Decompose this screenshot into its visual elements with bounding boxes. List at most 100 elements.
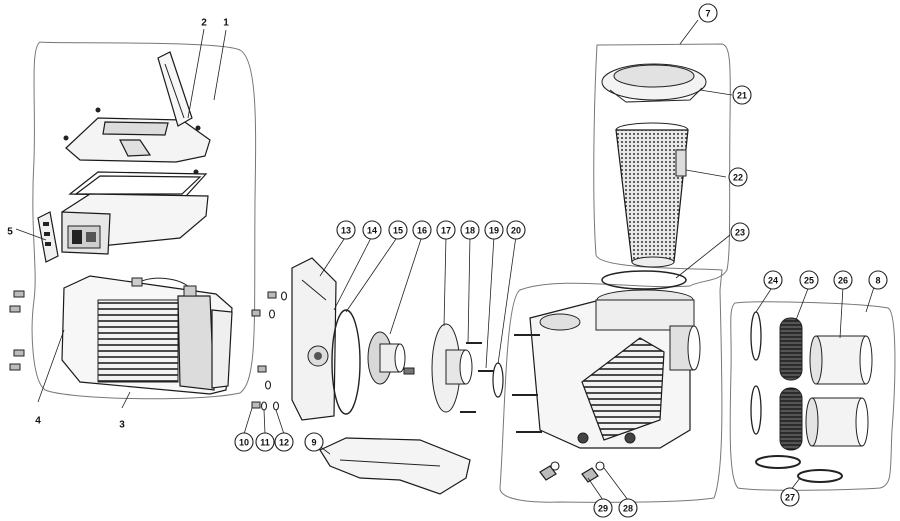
impeller-part	[367, 331, 406, 385]
callout-14: 14	[362, 220, 382, 240]
callout-number: 12	[279, 438, 289, 448]
callout-11: 11	[255, 432, 275, 452]
callout-1: 1	[223, 18, 229, 29]
callout-number: 17	[441, 226, 451, 236]
callout-21: 21	[732, 85, 752, 105]
callout-circle	[698, 3, 718, 23]
strainer-lid-part	[601, 63, 707, 103]
callout-circle	[234, 432, 254, 452]
motor-part	[61, 275, 233, 395]
callout-19: 19	[484, 220, 504, 240]
callout-number: 8	[875, 276, 880, 286]
callout-circle	[255, 432, 275, 452]
callout-number: 27	[785, 493, 795, 503]
hardware-parts	[251, 291, 288, 411]
keypad-part	[37, 211, 59, 263]
diffuser-part	[431, 323, 473, 413]
lid-o-ring-part	[601, 270, 687, 290]
leader-lines	[15, 19, 875, 501]
diffuser-screws	[460, 342, 504, 413]
callout-circle	[304, 432, 324, 452]
callout-number: 3	[119, 420, 125, 431]
pump-housing-part	[512, 289, 701, 449]
callout-circle	[763, 270, 783, 290]
seal-plate-part	[291, 257, 337, 421]
callout-10: 10	[234, 432, 254, 452]
callout-circle	[412, 220, 432, 240]
union-kit-parts	[750, 311, 873, 483]
callout-number: 24	[768, 276, 778, 286]
callout-26: 26	[833, 270, 853, 290]
callout-number: 10	[239, 438, 249, 448]
callout-29: 29	[593, 498, 613, 518]
callout-circle	[274, 432, 294, 452]
callout-number: 20	[511, 226, 521, 236]
callout-circle	[484, 220, 504, 240]
callout-circle	[618, 498, 638, 518]
callout-circle	[460, 220, 480, 240]
callout-number: 7	[705, 9, 710, 19]
callout-number: 1	[223, 18, 229, 29]
callout-24: 24	[763, 270, 783, 290]
callout-circle	[730, 222, 750, 242]
callout-number: 11	[260, 438, 270, 448]
callout-number: 28	[623, 504, 633, 514]
callout-7: 7	[698, 3, 718, 23]
callout-20: 20	[506, 220, 526, 240]
callout-number: 26	[838, 276, 848, 286]
callout-circle	[833, 270, 853, 290]
callout-circle	[388, 220, 408, 240]
callout-4: 4	[35, 416, 41, 427]
callout-25: 25	[799, 270, 819, 290]
callout-23: 23	[730, 222, 750, 242]
pump-base-part	[319, 437, 471, 495]
callout-number: 23	[735, 228, 745, 238]
callout-number: 4	[35, 416, 41, 427]
callout-9: 9	[304, 432, 324, 452]
callout-circle	[593, 498, 613, 518]
drain-plugs-part	[539, 461, 605, 483]
callout-circle	[436, 220, 456, 240]
impeller-screw-part	[403, 367, 415, 375]
callout-15: 15	[388, 220, 408, 240]
callout-number: 15	[393, 226, 403, 236]
callout-circle	[362, 220, 382, 240]
callout-number: 2	[201, 18, 207, 29]
callout-18: 18	[460, 220, 480, 240]
o-ring-part	[331, 309, 361, 415]
callout-27: 27	[780, 487, 800, 507]
callout-8: 8	[868, 270, 888, 290]
callout-number: 18	[465, 226, 475, 236]
callout-number: 21	[737, 91, 747, 101]
callout-number: 5	[7, 227, 13, 238]
callout-28: 28	[618, 498, 638, 518]
callout-22: 22	[728, 167, 748, 187]
callout-circle	[336, 220, 356, 240]
callout-16: 16	[412, 220, 432, 240]
callout-2: 2	[201, 18, 207, 29]
callout-17: 17	[436, 220, 456, 240]
callout-3: 3	[119, 420, 125, 431]
callout-5: 5	[7, 227, 13, 238]
callout-number: 25	[804, 276, 814, 286]
callout-circle	[780, 487, 800, 507]
control-box-part	[61, 193, 209, 255]
control-cover-part	[63, 51, 211, 175]
callout-12: 12	[274, 432, 294, 452]
callout-number: 14	[367, 226, 377, 236]
callout-circle	[506, 220, 526, 240]
callout-number: 29	[598, 504, 608, 514]
callout-circle	[868, 270, 888, 290]
callout-number: 16	[417, 226, 427, 236]
motor-bolts-left	[9, 290, 25, 371]
callout-number: 9	[311, 438, 316, 448]
strainer-basket-part	[615, 122, 689, 268]
callout-13: 13	[336, 220, 356, 240]
callout-circle	[799, 270, 819, 290]
callout-number: 13	[341, 226, 351, 236]
callout-number: 22	[733, 173, 743, 183]
callout-circle	[732, 85, 752, 105]
